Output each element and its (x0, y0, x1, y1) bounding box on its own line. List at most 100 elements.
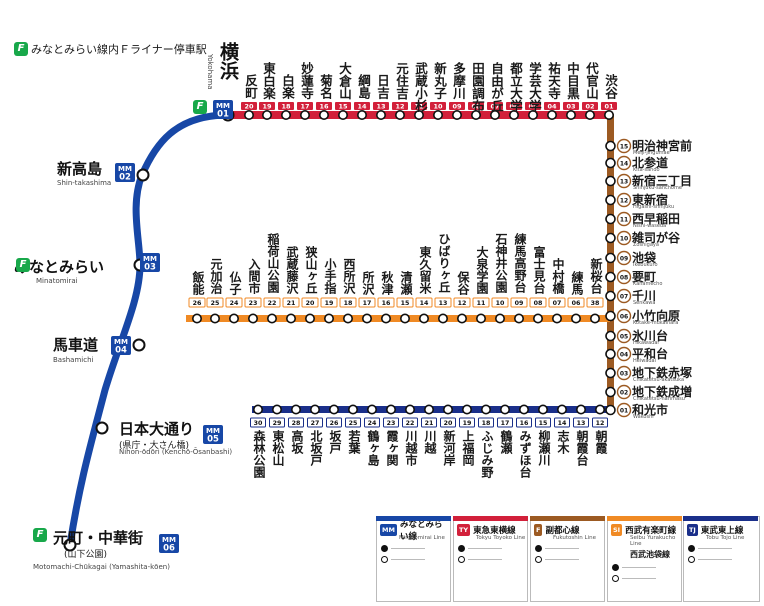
tojo-code: 18 (482, 420, 491, 427)
legend-divider (545, 548, 579, 549)
seibu-station-dot (380, 313, 391, 324)
fukutoshin-code-ring (616, 328, 632, 344)
fukutoshin-station-name: 新宿三丁目 (632, 174, 693, 188)
legend-station-icon (535, 545, 542, 552)
toyoko-station-name: 反町 (243, 74, 258, 99)
seibu-station-name: 稲荷山公園 (266, 233, 280, 293)
toyoko-code: 13 (376, 103, 385, 111)
seibu-code: 10 (496, 300, 505, 307)
legend-line-badge: F (534, 524, 543, 536)
seibu-station-name: 石神井公園 (494, 233, 508, 293)
fukutoshin-code-ring (616, 365, 632, 381)
minatomirai-station-name: 新高島 (57, 160, 103, 178)
fukutoshin-station-dot (605, 367, 616, 379)
toyoko-code: 08 (471, 103, 481, 111)
fukutoshin-station-name: 小竹向原 (632, 309, 681, 323)
tojo-code-box (516, 417, 532, 428)
seibu-code: 19 (325, 300, 334, 307)
fukutoshin-code: 14 (620, 160, 628, 167)
toyoko-station-dot (546, 110, 557, 121)
tojo-code-box (573, 417, 589, 428)
toyoko-station-dot (603, 110, 614, 121)
tojo-station-name: 森林公園 (252, 430, 266, 478)
seibu-station-name: ひばりヶ丘 (437, 233, 451, 293)
seibu-station-dot (192, 313, 203, 324)
legend-symbol-row (377, 545, 450, 552)
legend-color-bar (530, 516, 605, 521)
tojo-code-box (497, 417, 513, 428)
seibu-station-name: 保谷 (456, 270, 470, 295)
fukutoshin-station-sub: Hikawadai (633, 340, 659, 346)
seibu-code-box (244, 297, 262, 308)
toyoko-station-dot (356, 110, 367, 121)
fukutoshin-station-sub: Nishi-waseda (633, 223, 667, 229)
tojo-code-box (554, 417, 570, 428)
seibu-code: 18 (344, 300, 353, 307)
fukutoshin-station-dot (605, 310, 616, 322)
toyoko-code-box (411, 102, 427, 110)
toyoko-code-box (373, 102, 389, 110)
toyoko-station-dot (375, 110, 386, 121)
fukutoshin-station-dot (605, 213, 616, 225)
minatomirai-station-dot (63, 538, 77, 552)
fukutoshin-station-name: 和光市 (632, 403, 669, 417)
fukutoshin-station-dot (605, 348, 616, 360)
tojo-station-name: 柳瀬川 (537, 430, 551, 466)
toyoko-station-name: 多摩川 (451, 62, 466, 100)
tojo-station-dot (556, 404, 567, 415)
tojo-code-box (535, 417, 551, 428)
tojo-station-name: 鶴ヶ島 (366, 430, 380, 466)
seibu-station-dot (323, 313, 334, 324)
fukutoshin-station-dot (605, 140, 616, 152)
legend-station-icon (381, 556, 388, 563)
toyoko-code-box (278, 102, 294, 110)
seibu-station-name: 秋津 (380, 270, 394, 295)
fukutoshin-code: 07 (620, 293, 628, 300)
tojo-station-name: 霞ヶ関 (385, 430, 399, 466)
fukutoshin-code-ring (616, 308, 632, 324)
toyoko-station-dot (451, 110, 462, 121)
legend-symbol-row (377, 556, 450, 563)
fukutoshin-station-sub: Kita-sando (633, 167, 660, 173)
seibu-code-box (567, 297, 585, 308)
tojo-station-name: 若葉 (347, 430, 361, 454)
fukutoshin-station-name: 雑司が谷 (632, 231, 681, 245)
seibu-station-dot (285, 313, 296, 324)
fukutoshin-station-name: 北参道 (632, 156, 669, 170)
seibu-code: 24 (230, 300, 239, 307)
seibu-station-name: 武蔵藤沢 (285, 245, 299, 294)
toyoko-station-dot (280, 110, 291, 121)
toyoko-code: 15 (338, 103, 348, 111)
seibu-station-dot (589, 313, 600, 324)
toyoko-code-box (430, 102, 446, 110)
seibu-code: 17 (363, 300, 372, 307)
tojo-station-name: 高坂 (290, 430, 304, 454)
toyoko-code: 18 (281, 103, 291, 111)
toyoko-code-box (241, 102, 257, 110)
minatomirai-station-dot (95, 421, 109, 435)
toyoko-code: 02 (585, 103, 594, 111)
toyoko-station-name: 大倉山 (337, 62, 352, 100)
seibu-code: 20 (306, 300, 315, 307)
seibu-station-dot (437, 313, 448, 324)
fukutoshin-station-name: 千川 (632, 289, 657, 303)
seibu-station-name: 所沢 (361, 270, 375, 295)
toyoko-code: 11 (414, 103, 424, 111)
minatomirai-code-prefix: MM (216, 102, 230, 110)
toyoko-code-box (335, 102, 351, 110)
minatomirai-code-badge (140, 253, 160, 272)
fukutoshin-code-ring (616, 173, 632, 189)
fukutoshin-code: 02 (620, 389, 628, 396)
tojo-station-dot (442, 404, 453, 415)
toyoko-station-dot (261, 110, 272, 121)
tojo-station-name: 上福岡 (461, 430, 475, 466)
toyoko-station-name: 白楽 (280, 74, 295, 99)
legend-line-en: Tokyu Toyoko Line (476, 535, 526, 541)
tojo-code: 23 (387, 420, 396, 427)
legend-symbol-row (531, 556, 604, 563)
seibu-code-box (415, 297, 433, 308)
seibu-station-name: 仏子 (228, 270, 242, 295)
seibu-station-dot (304, 313, 315, 324)
minatomirai-station-sub: Bashamichi (53, 356, 94, 364)
